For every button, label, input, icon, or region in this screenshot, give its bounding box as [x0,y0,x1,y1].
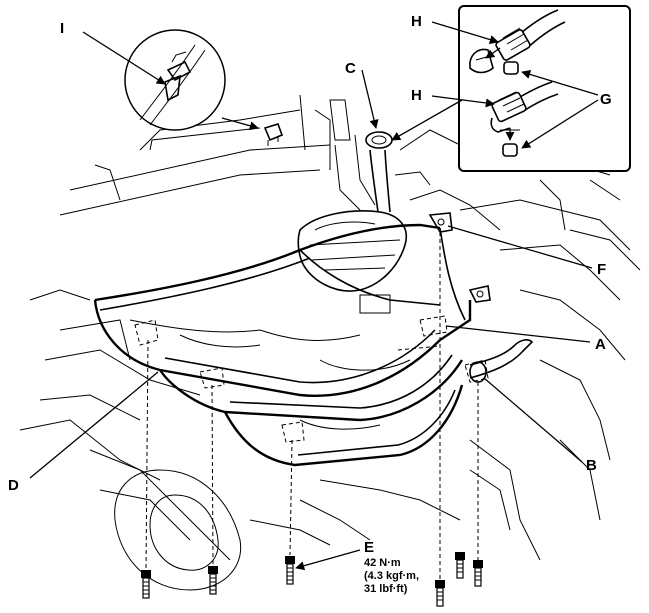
leader-g-upper [521,70,599,96]
torque-spec-line-1: 42 N·m [364,557,401,569]
bolt-5 [455,552,465,579]
callout-labels: I C H H G F A B D E [8,13,612,556]
upper-quick-connector [469,9,566,75]
vehicle-underbody [19,94,641,591]
callout-b: B [586,457,597,474]
callout-e: E [364,539,374,556]
bolt-2 [208,566,218,595]
leader-f [447,225,593,269]
bolt-centerlines [145,232,479,580]
torque-spec: 42 N·m (4.3 kgf·m, 31 lbf·ft) [364,557,419,595]
bolt-3 [285,556,295,585]
leader-lines [29,21,599,571]
leader-b [483,377,583,463]
callout-c: C [345,60,356,77]
mounting-bolts [141,552,483,607]
callout-a: A [595,336,606,353]
leader-h-lower [431,95,495,108]
callout-i: I [60,20,64,37]
callout-d: D [8,477,19,494]
torque-spec-line-2: (4.3 kgf·m, [364,570,419,582]
leader-h-upper [431,21,499,44]
leader-c [361,69,379,129]
bolt-4 [435,580,445,607]
callout-h-lower: H [411,87,422,104]
lower-quick-connector [490,81,559,157]
quick-connect-detail-inset [391,5,631,172]
clip-detail-inset [124,29,284,146]
leader-a [445,325,591,343]
callout-f: F [597,261,606,278]
leader-d [29,371,159,479]
tank-strap-tabs [134,212,491,443]
leader-i [82,31,166,85]
leader-e [295,549,361,571]
leader-g-lower [521,99,599,149]
callout-h-upper: H [411,13,422,30]
callout-g: G [600,91,612,108]
bolt-6 [473,560,483,587]
torque-spec-line-3: 31 lbf·ft) [364,583,408,595]
bolt-1 [141,570,151,599]
fuel-tank [93,131,534,467]
